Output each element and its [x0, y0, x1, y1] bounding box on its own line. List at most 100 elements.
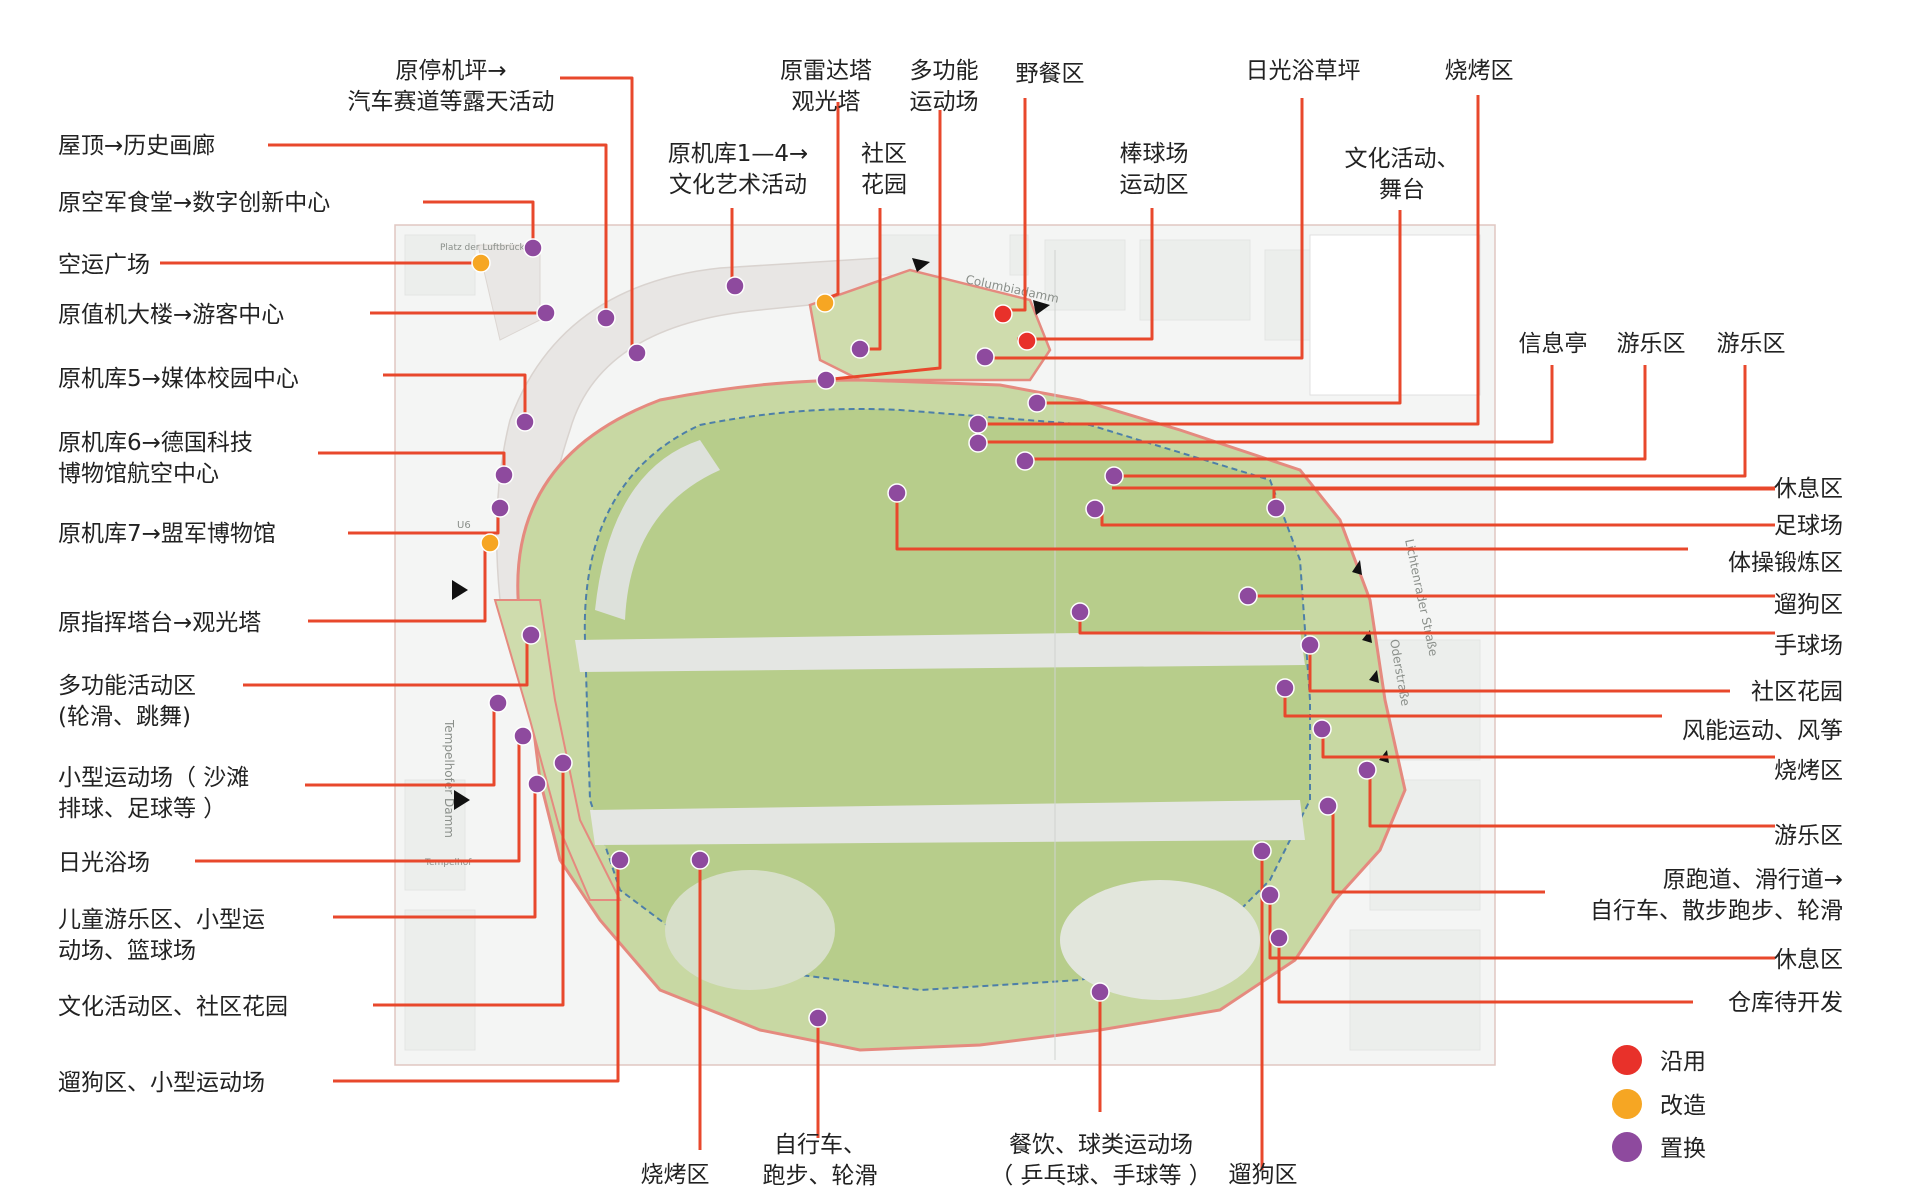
replaced-point: [1090, 982, 1110, 1002]
label-playground-top1: 游乐区: [1617, 331, 1686, 357]
leader-line: [1368, 770, 1775, 828]
replaced-point: [494, 465, 514, 485]
labels-top: 原停机坪→ 汽车赛道等露天活动 原机库1—4→ 文化艺术活动 原雷达塔 观光塔 …: [348, 58, 1786, 357]
replaced-point: [808, 1008, 828, 1028]
leader-line: [1268, 895, 1775, 960]
label-culture-garden: 文化活动区、社区花园: [58, 994, 288, 1020]
replaced-point: [725, 276, 745, 296]
replaced-point: [1085, 499, 1105, 519]
replaced-point: [1070, 602, 1090, 622]
replaced-point: [627, 343, 647, 363]
label-warehouse: 仓库待开发: [1728, 990, 1843, 1016]
label-media-campus: 原机库5→媒体校园中心: [58, 366, 299, 392]
label-multi-activity-line2: (轮滑、跳舞): [58, 704, 191, 730]
label-small-field-line1: 小型运动场（ 沙滩: [58, 765, 249, 791]
label-dog-area-bottom: 遛狗区: [1229, 1162, 1298, 1188]
legend-swatch-retain: [1612, 1045, 1642, 1075]
label-culture-stage-line1: 文化活动、: [1345, 146, 1460, 172]
leader-line: [383, 373, 527, 422]
leader-line: [895, 493, 1688, 551]
replaced-point: [1300, 635, 1320, 655]
leader-line: [423, 200, 535, 248]
replaced-point: [1027, 393, 1047, 413]
label-digital-innovation: 原空军食堂→数字创新中心: [58, 190, 330, 216]
label-apron-line1: 原停机坪→: [395, 58, 506, 84]
label-bbq-right: 烧烤区: [1774, 758, 1843, 784]
map-base: Columbiadamm Tempelhofer Damm Oderstraße…: [394, 224, 1496, 1066]
label-multisport-line1: 多功能: [910, 58, 979, 84]
replaced-point: [968, 414, 988, 434]
label-playground-top2: 游乐区: [1717, 331, 1786, 357]
runway-north: [575, 630, 1305, 672]
label-dining-line2: （ 乒乓球、手球等 ）: [990, 1163, 1212, 1189]
leader-line: [1017, 208, 1154, 341]
label-hangars-line2: 文化艺术活动: [669, 172, 807, 198]
label-multi-activity-line1: 多功能活动区: [58, 673, 196, 699]
label-gymnastics: 体操锻炼区: [1728, 550, 1843, 576]
label-airlift-square: 空运广场: [58, 252, 150, 278]
label-kids-play-line1: 儿童游乐区、小型运: [58, 907, 265, 933]
leader-line: [373, 763, 565, 1007]
label-handball: 手球场: [1774, 633, 1843, 659]
label-cycling-line1: 自行车、: [774, 1132, 866, 1158]
label-playground-right: 游乐区: [1774, 823, 1843, 849]
labels-left: 屋顶→历史画廊 原空军食堂→数字创新中心 空运广场 原值机大楼→游客中心 原机库…: [58, 133, 330, 1096]
leader-line: [333, 784, 537, 919]
replaced-point: [968, 433, 988, 453]
entrance-triangle: [452, 580, 468, 600]
leader-line: [1025, 365, 1647, 461]
replaced-point: [610, 850, 630, 870]
label-picnic: 野餐区: [1016, 61, 1085, 87]
label-radar-line1: 原雷达塔: [780, 58, 872, 84]
entrance-triangle: [454, 790, 470, 810]
leader-line: [1331, 809, 1545, 894]
replaced-point: [1269, 928, 1289, 948]
leader-line: [1277, 938, 1693, 1004]
legend-swatch-replace: [1612, 1132, 1642, 1162]
replaced-point: [1252, 841, 1272, 861]
label-small-field-line2: 排球、足球等 ）: [58, 796, 226, 822]
replaced-point: [887, 483, 907, 503]
replaced-point: [596, 308, 616, 328]
entrance-triangle: [1369, 670, 1379, 683]
inner-ring: [583, 408, 1311, 992]
leader-line: [1112, 365, 1747, 478]
label-radar-line2: 观光塔: [792, 89, 861, 115]
leader-line: [982, 98, 1304, 360]
replaced-point: [816, 370, 836, 390]
leader-line: [1035, 210, 1402, 405]
leader-line: [243, 635, 529, 687]
label-rest-area-1: 休息区: [1774, 476, 1843, 502]
leader-line: [978, 365, 1554, 444]
label-baseball-line2: 运动区: [1120, 172, 1189, 198]
entrance-triangle: [1033, 300, 1050, 315]
legend-label-replace: 置换: [1660, 1136, 1706, 1162]
label-dog-small-field: 遛狗区、小型运动场: [58, 1070, 265, 1096]
label-bbq-top: 烧烤区: [1445, 58, 1514, 84]
label-museum-line2: 博物馆航空中心: [58, 461, 219, 487]
replaced-point: [488, 693, 508, 713]
label-baseball-line1: 棒球场: [1120, 141, 1189, 167]
terminal-building: [495, 257, 881, 601]
legend-label-renovate: 改造: [1660, 1093, 1706, 1119]
leader-line: [822, 110, 942, 382]
label-hangars-line1: 原机库1—4→: [668, 141, 809, 167]
label-runway-line2: 自行车、散步跑步、轮滑: [1590, 898, 1843, 924]
label-community-garden-right: 社区花园: [1751, 679, 1843, 705]
replaced-point: [1312, 719, 1332, 739]
leader-line: [305, 703, 496, 787]
label-apron-line2: 汽车赛道等露天活动: [348, 89, 555, 115]
replaced-point: [1266, 498, 1286, 518]
replaced-points: [488, 238, 1377, 1028]
replaced-point: [975, 347, 995, 367]
replaced-point: [1260, 885, 1280, 905]
replaced-point: [850, 339, 870, 359]
label-community-line2: 花园: [861, 172, 907, 198]
runway-south: [590, 800, 1305, 845]
entrance-triangle: [1352, 560, 1362, 575]
retained-point: [1017, 331, 1037, 351]
retained-point: [993, 304, 1013, 324]
label-visitor-center: 原值机大楼→游客中心: [58, 302, 284, 328]
taxiway-west: [595, 440, 720, 620]
label-rest-area-2: 休息区: [1774, 947, 1843, 973]
